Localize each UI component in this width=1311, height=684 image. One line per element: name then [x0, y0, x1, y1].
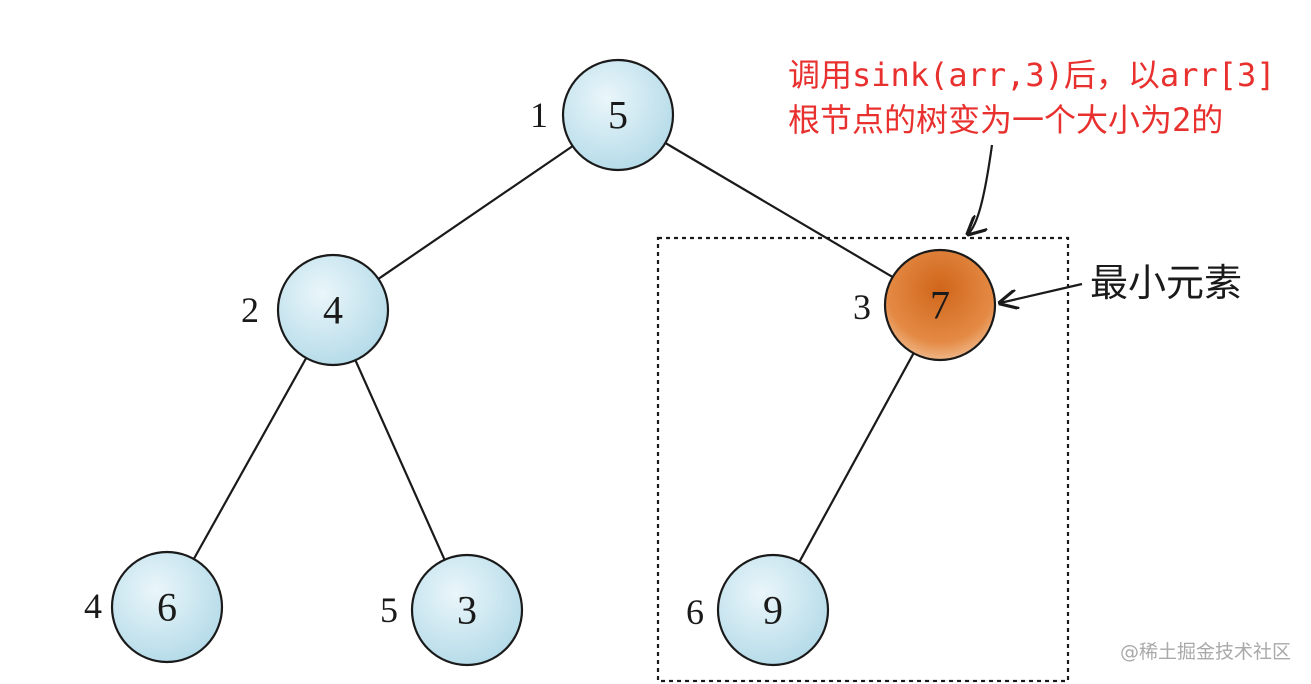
node-value: 5 [608, 93, 628, 138]
node-value: 4 [323, 288, 343, 333]
annotation-line-1: 调用sink(arr,3)后，以arr[3] [788, 56, 1276, 94]
tree-node-1: 51 [530, 58, 675, 172]
node-index-label: 5 [380, 590, 398, 630]
edge-2-4 [192, 357, 308, 560]
subtree-dashed-box [656, 236, 1070, 683]
annotation-arrow [968, 144, 994, 234]
tree-node-6: 96 [686, 553, 830, 667]
node-value: 3 [457, 588, 477, 633]
node-value: 6 [157, 585, 177, 630]
tree-node-2: 42 [241, 253, 390, 367]
min-element-label: 最小元素 [1090, 261, 1242, 305]
node-circle [410, 553, 524, 667]
annotation-line-2: 根节点的树变为一个大小为2的 [788, 101, 1223, 139]
node-circle [716, 553, 830, 667]
min-element-arrow [1000, 282, 1083, 303]
node-index-label: 1 [530, 95, 548, 135]
node-circle [276, 253, 390, 367]
node-circle [110, 550, 224, 664]
tree-node-5: 35 [380, 553, 524, 667]
tree-edges [192, 142, 915, 563]
node-index-label: 4 [84, 586, 102, 626]
node-index-label: 6 [686, 592, 704, 632]
edge-1-3 [664, 142, 894, 278]
tree-node-3: 73 [853, 248, 997, 362]
node-circle [561, 58, 675, 172]
node-circle-highlighted [883, 248, 997, 362]
edge-3-6 [798, 352, 915, 563]
node-value: 9 [763, 588, 783, 633]
node-value: 7 [930, 283, 950, 328]
tree-node-4: 64 [84, 550, 224, 664]
node-index-label: 3 [853, 287, 871, 327]
edge-2-5 [354, 359, 446, 561]
watermark-text: @稀土掘金技术社区 [1119, 641, 1291, 663]
node-index-label: 2 [241, 290, 259, 330]
edge-1-2 [377, 145, 574, 280]
